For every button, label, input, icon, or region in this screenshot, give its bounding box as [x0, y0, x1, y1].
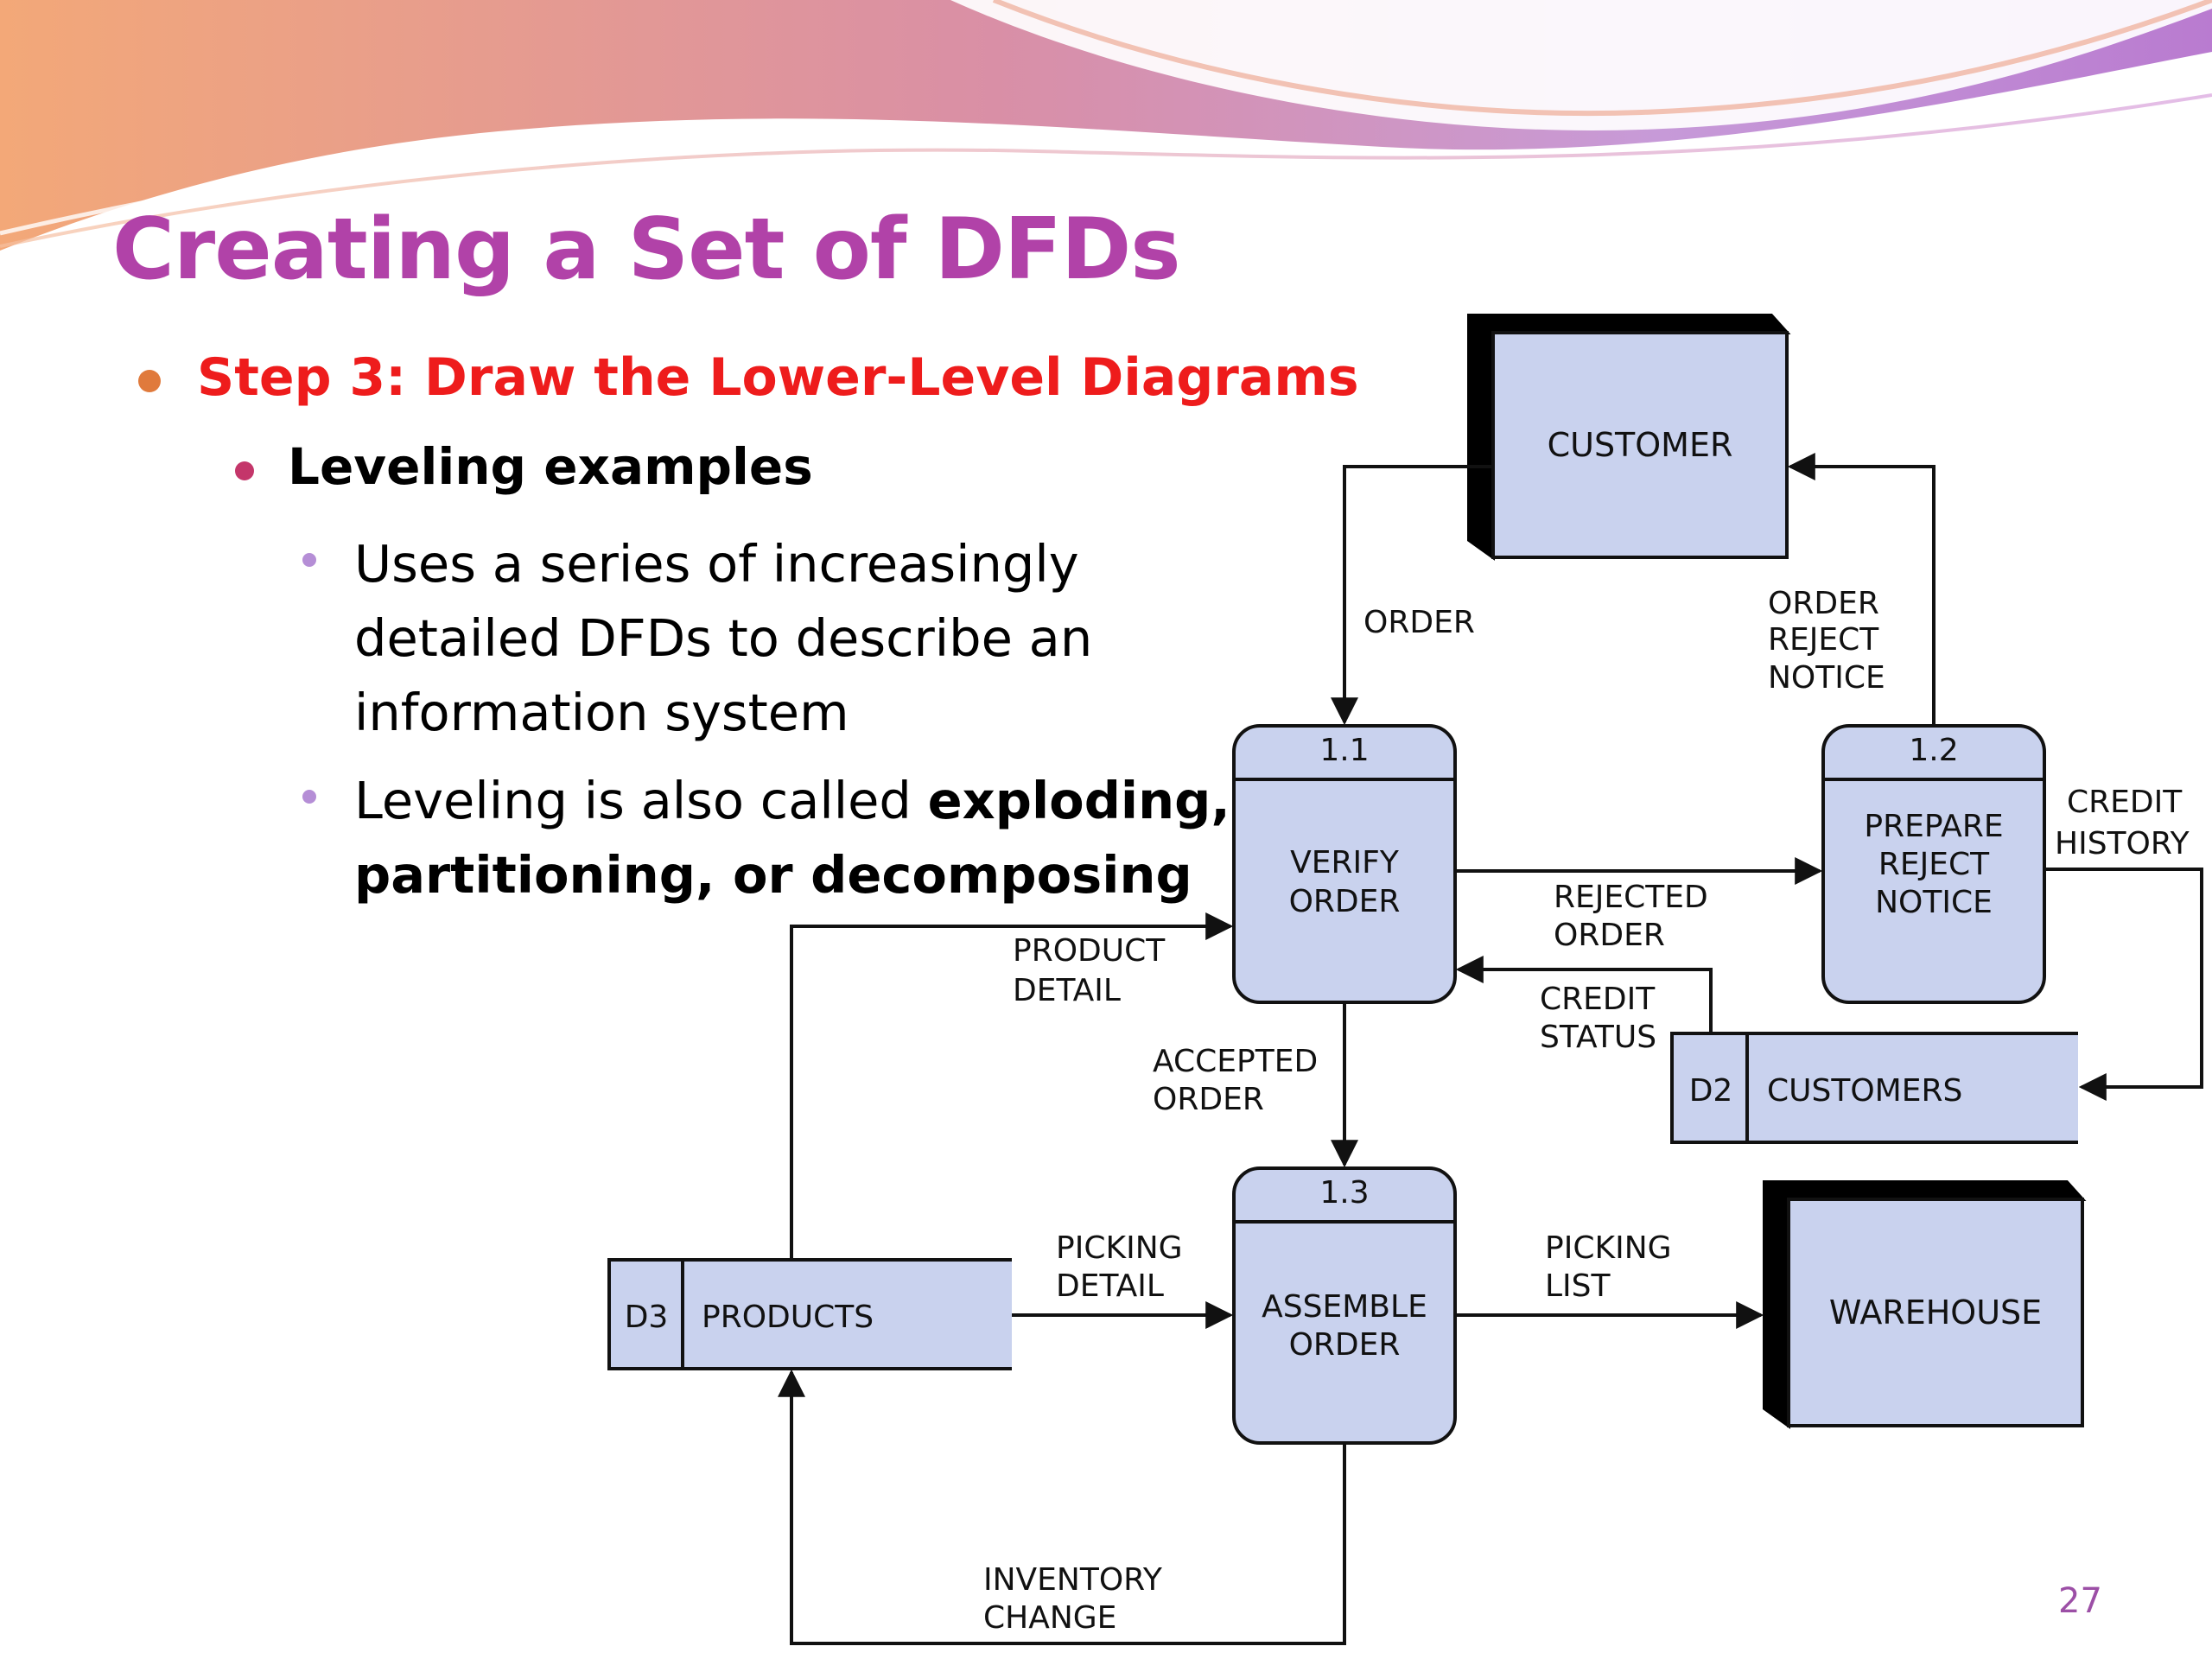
flow-picking-list-label: LIST	[1545, 1268, 1611, 1304]
bullet-dot	[138, 370, 161, 392]
store-d3: D3 PRODUCTS	[607, 1258, 1012, 1370]
bullet-leveling: Leveling is also called exploding, parti…	[354, 764, 1230, 912]
leveling-bold: partitioning, or decomposing	[354, 845, 1192, 905]
bullet-sub: Leveling examples	[288, 437, 813, 496]
entity-customer: CUSTOMER	[1467, 314, 1791, 561]
flow-order-reject-arrow	[1787, 453, 1936, 726]
detail-line: detailed DFDs to describe an	[354, 608, 1093, 668]
flow-product-detail-label: DETAIL	[1013, 973, 1121, 1008]
entity-customer-label: CUSTOMER	[1548, 426, 1733, 464]
flow-credit-history-label: HISTORY	[2055, 826, 2190, 861]
process-1-3-name: ASSEMBLE	[1262, 1289, 1427, 1325]
process-1-1-id: 1.1	[1319, 733, 1369, 768]
flow-rejected-order-label: REJECTED	[1554, 880, 1708, 915]
flow-inventory-change-arrow	[778, 1369, 1346, 1645]
flow-picking-detail-label: DETAIL	[1056, 1268, 1164, 1304]
process-1-2: 1.2 PREPARE REJECT NOTICE	[1821, 724, 2046, 1004]
header-swoosh	[0, 0, 2212, 251]
process-1-3-name: ORDER	[1289, 1327, 1401, 1363]
store-d2-id: D2	[1689, 1073, 1733, 1109]
process-1-1-name: VERIFY	[1290, 845, 1400, 880]
flow-credit-status-label: STATUS	[1540, 1020, 1656, 1055]
store-d3-id: D3	[625, 1300, 669, 1335]
flow-credit-status-arrow	[1455, 956, 1713, 1033]
flow-credit-status-label: CREDIT	[1540, 982, 1656, 1017]
flow-inventory-change-label: CHANGE	[983, 1600, 1116, 1636]
flow-order-arrow	[1331, 465, 1493, 726]
bullet-dot	[302, 790, 316, 804]
flow-order-reject-label: REJECT	[1768, 622, 1879, 658]
flow-order-reject-label: ORDER	[1768, 586, 1879, 621]
leveling-bold: exploding,	[927, 771, 1230, 830]
bullet-detail: Uses a series of increasingly detailed D…	[354, 527, 1092, 750]
slide-title: Creating a Set of DFDs	[112, 200, 1181, 299]
flow-rejected-order-label: ORDER	[1554, 918, 1665, 953]
process-1-3-id: 1.3	[1319, 1175, 1369, 1211]
bullet-step: Step 3: Draw the Lower-Level Diagrams	[197, 347, 1359, 408]
bullet-dot	[302, 553, 316, 567]
bullet-dot	[235, 461, 254, 480]
flow-picking-detail-label: PICKING	[1056, 1230, 1183, 1266]
process-1-2-name: NOTICE	[1875, 885, 1993, 920]
entity-warehouse-label: WAREHOUSE	[1829, 1294, 2042, 1332]
process-1-3: 1.3 ASSEMBLE ORDER	[1232, 1166, 1457, 1445]
entity-warehouse: WAREHOUSE	[1763, 1180, 2087, 1429]
store-d2-name: CUSTOMERS	[1767, 1073, 1962, 1109]
flow-picking-list-label: PICKING	[1545, 1230, 1672, 1266]
flow-credit-history-label: CREDIT	[2067, 785, 2183, 820]
store-d2: D2 CUSTOMERS	[1670, 1032, 2078, 1144]
page-number: 27	[2058, 1581, 2102, 1621]
store-d3-name: PRODUCTS	[702, 1300, 874, 1335]
flow-order-reject-label: NOTICE	[1768, 660, 1885, 696]
process-1-1: 1.1 VERIFY ORDER	[1232, 724, 1457, 1004]
flow-inventory-change-label: INVENTORY	[983, 1562, 1163, 1598]
flow-labels: ORDER ORDER REJECT NOTICE REJECTED ORDER…	[983, 586, 2190, 1636]
process-1-2-name: PREPARE	[1864, 809, 2003, 844]
process-1-2-name: REJECT	[1878, 847, 1990, 882]
flow-order-label: ORDER	[1363, 605, 1475, 640]
flow-product-detail-arrow	[790, 912, 1234, 1260]
detail-line: Uses a series of increasingly	[354, 534, 1079, 594]
detail-line: information system	[354, 683, 849, 742]
flow-accepted-order-label: ACCEPTED	[1153, 1044, 1318, 1079]
process-1-2-id: 1.2	[1909, 733, 1958, 768]
flow-credit-history-arrow	[2044, 868, 2203, 1101]
leveling-prefix: Leveling is also called	[354, 771, 928, 830]
flow-product-detail-label: PRODUCT	[1013, 933, 1166, 969]
flow-accepted-order-label: ORDER	[1153, 1082, 1264, 1117]
process-1-1-name: ORDER	[1289, 884, 1401, 919]
